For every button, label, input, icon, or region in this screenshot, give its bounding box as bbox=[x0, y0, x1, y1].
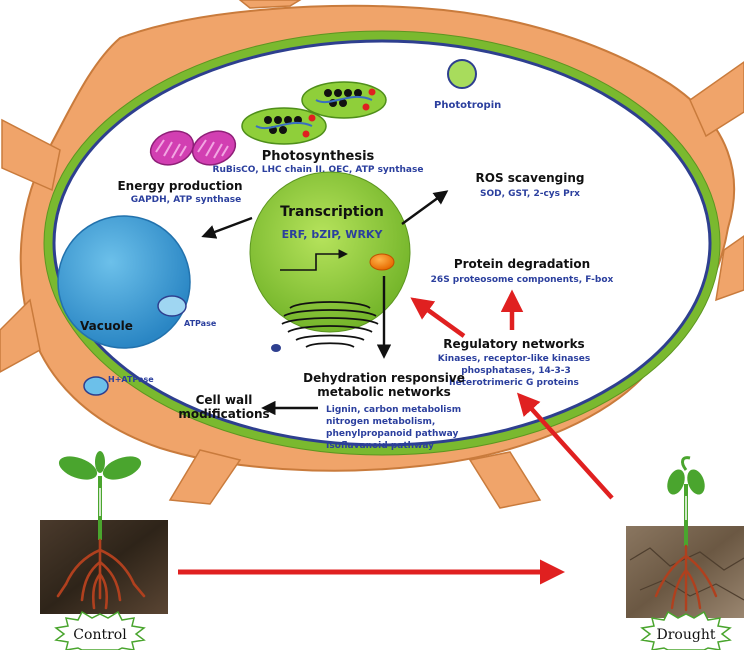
control-plant: Control bbox=[40, 451, 168, 650]
energy-production-proteins: GAPDH, ATP synthase bbox=[131, 195, 242, 205]
regulatory-title: Regulatory networks bbox=[443, 337, 584, 351]
vesicle-icon bbox=[271, 344, 281, 352]
chloroplast-lower bbox=[241, 107, 327, 145]
drought-label: Drought bbox=[657, 627, 716, 643]
cellwall-title-line-1: Cell wall bbox=[196, 393, 253, 407]
dehydration-item-1: Lignin, carbon metabolism bbox=[326, 405, 461, 415]
starburst-badge-icon bbox=[640, 610, 732, 650]
photosynthesis-proteins: RuBisCO, LHC chain II, OEC, ATP synthase bbox=[213, 165, 424, 175]
regulatory-line-1: Kinases, receptor-like kinases bbox=[438, 354, 591, 364]
protein-degradation-proteins: 26S proteosome components, F-box bbox=[431, 275, 614, 285]
mitochondrion-icon bbox=[149, 130, 195, 166]
chloroplast-upper bbox=[301, 81, 387, 119]
control-label: Control bbox=[73, 627, 127, 643]
dehydration-item-2: nitrogen metabolism, bbox=[326, 417, 435, 427]
energy-production-title: Energy production bbox=[117, 179, 242, 193]
transporter-icon bbox=[157, 295, 187, 317]
regulatory-line-2: phosphatases, 14-3-3 bbox=[461, 366, 571, 376]
arrow-to-ros bbox=[401, 190, 449, 225]
mitochondrion-right bbox=[191, 130, 237, 166]
seedling-icon bbox=[667, 456, 705, 546]
transporter-icon bbox=[83, 376, 109, 396]
red-arrow-drought-to-regulatory bbox=[516, 392, 614, 500]
dehydration-title-line-1: Dehydration responsive bbox=[303, 371, 465, 385]
transcription-title: Transcription bbox=[280, 204, 384, 220]
atpase-label: ATPase bbox=[184, 319, 217, 328]
arrow-to-energy bbox=[201, 216, 253, 239]
dehydration-item-3: phenylpropanoid pathway bbox=[326, 429, 458, 439]
vacuole: Vacuole ATPase bbox=[57, 215, 217, 349]
mitochondrion-icon bbox=[191, 130, 237, 166]
transcription-factors: ERF, bZIP, WRKY bbox=[282, 228, 384, 241]
protein-degradation-title: Protein degradation bbox=[454, 257, 590, 271]
roots-control bbox=[56, 538, 146, 610]
seedling-icon bbox=[58, 451, 142, 540]
er-icon bbox=[281, 301, 379, 348]
photosynthesis-title: Photosynthesis bbox=[262, 149, 375, 164]
chloroplast-icon bbox=[241, 107, 327, 145]
regulatory-line-3: heterotrimeric G proteins bbox=[449, 378, 579, 388]
roots-drought bbox=[654, 544, 718, 612]
transcription-factor-icon bbox=[369, 253, 395, 271]
dehydration-item-4: Isoflavanoid pathway bbox=[326, 441, 434, 451]
transporter-icon bbox=[447, 59, 477, 89]
mitochondrion-left bbox=[149, 130, 195, 166]
drought-plant: Drought bbox=[626, 456, 744, 650]
phototropin-label: Phototropin bbox=[434, 100, 501, 111]
starburst-badge-icon bbox=[54, 610, 146, 650]
red-arrow-to-nucleus bbox=[410, 297, 466, 338]
h-atpase-label: H+ATPase bbox=[108, 375, 154, 384]
vacuole-label: Vacuole bbox=[80, 319, 133, 333]
dehydration-title-line-2: metabolic networks bbox=[317, 385, 451, 399]
ros-scavenging-proteins: SOD, GST, 2-cys Prx bbox=[480, 189, 580, 199]
ros-scavenging-title: ROS scavenging bbox=[476, 171, 585, 185]
nucleus: Transcription ERF, bZIP, WRKY bbox=[249, 171, 411, 333]
cellwall-title-line-2: modifications bbox=[178, 407, 269, 421]
gene-promoter-icon bbox=[280, 249, 348, 271]
phototropin-receptor: Phototropin bbox=[434, 59, 501, 111]
